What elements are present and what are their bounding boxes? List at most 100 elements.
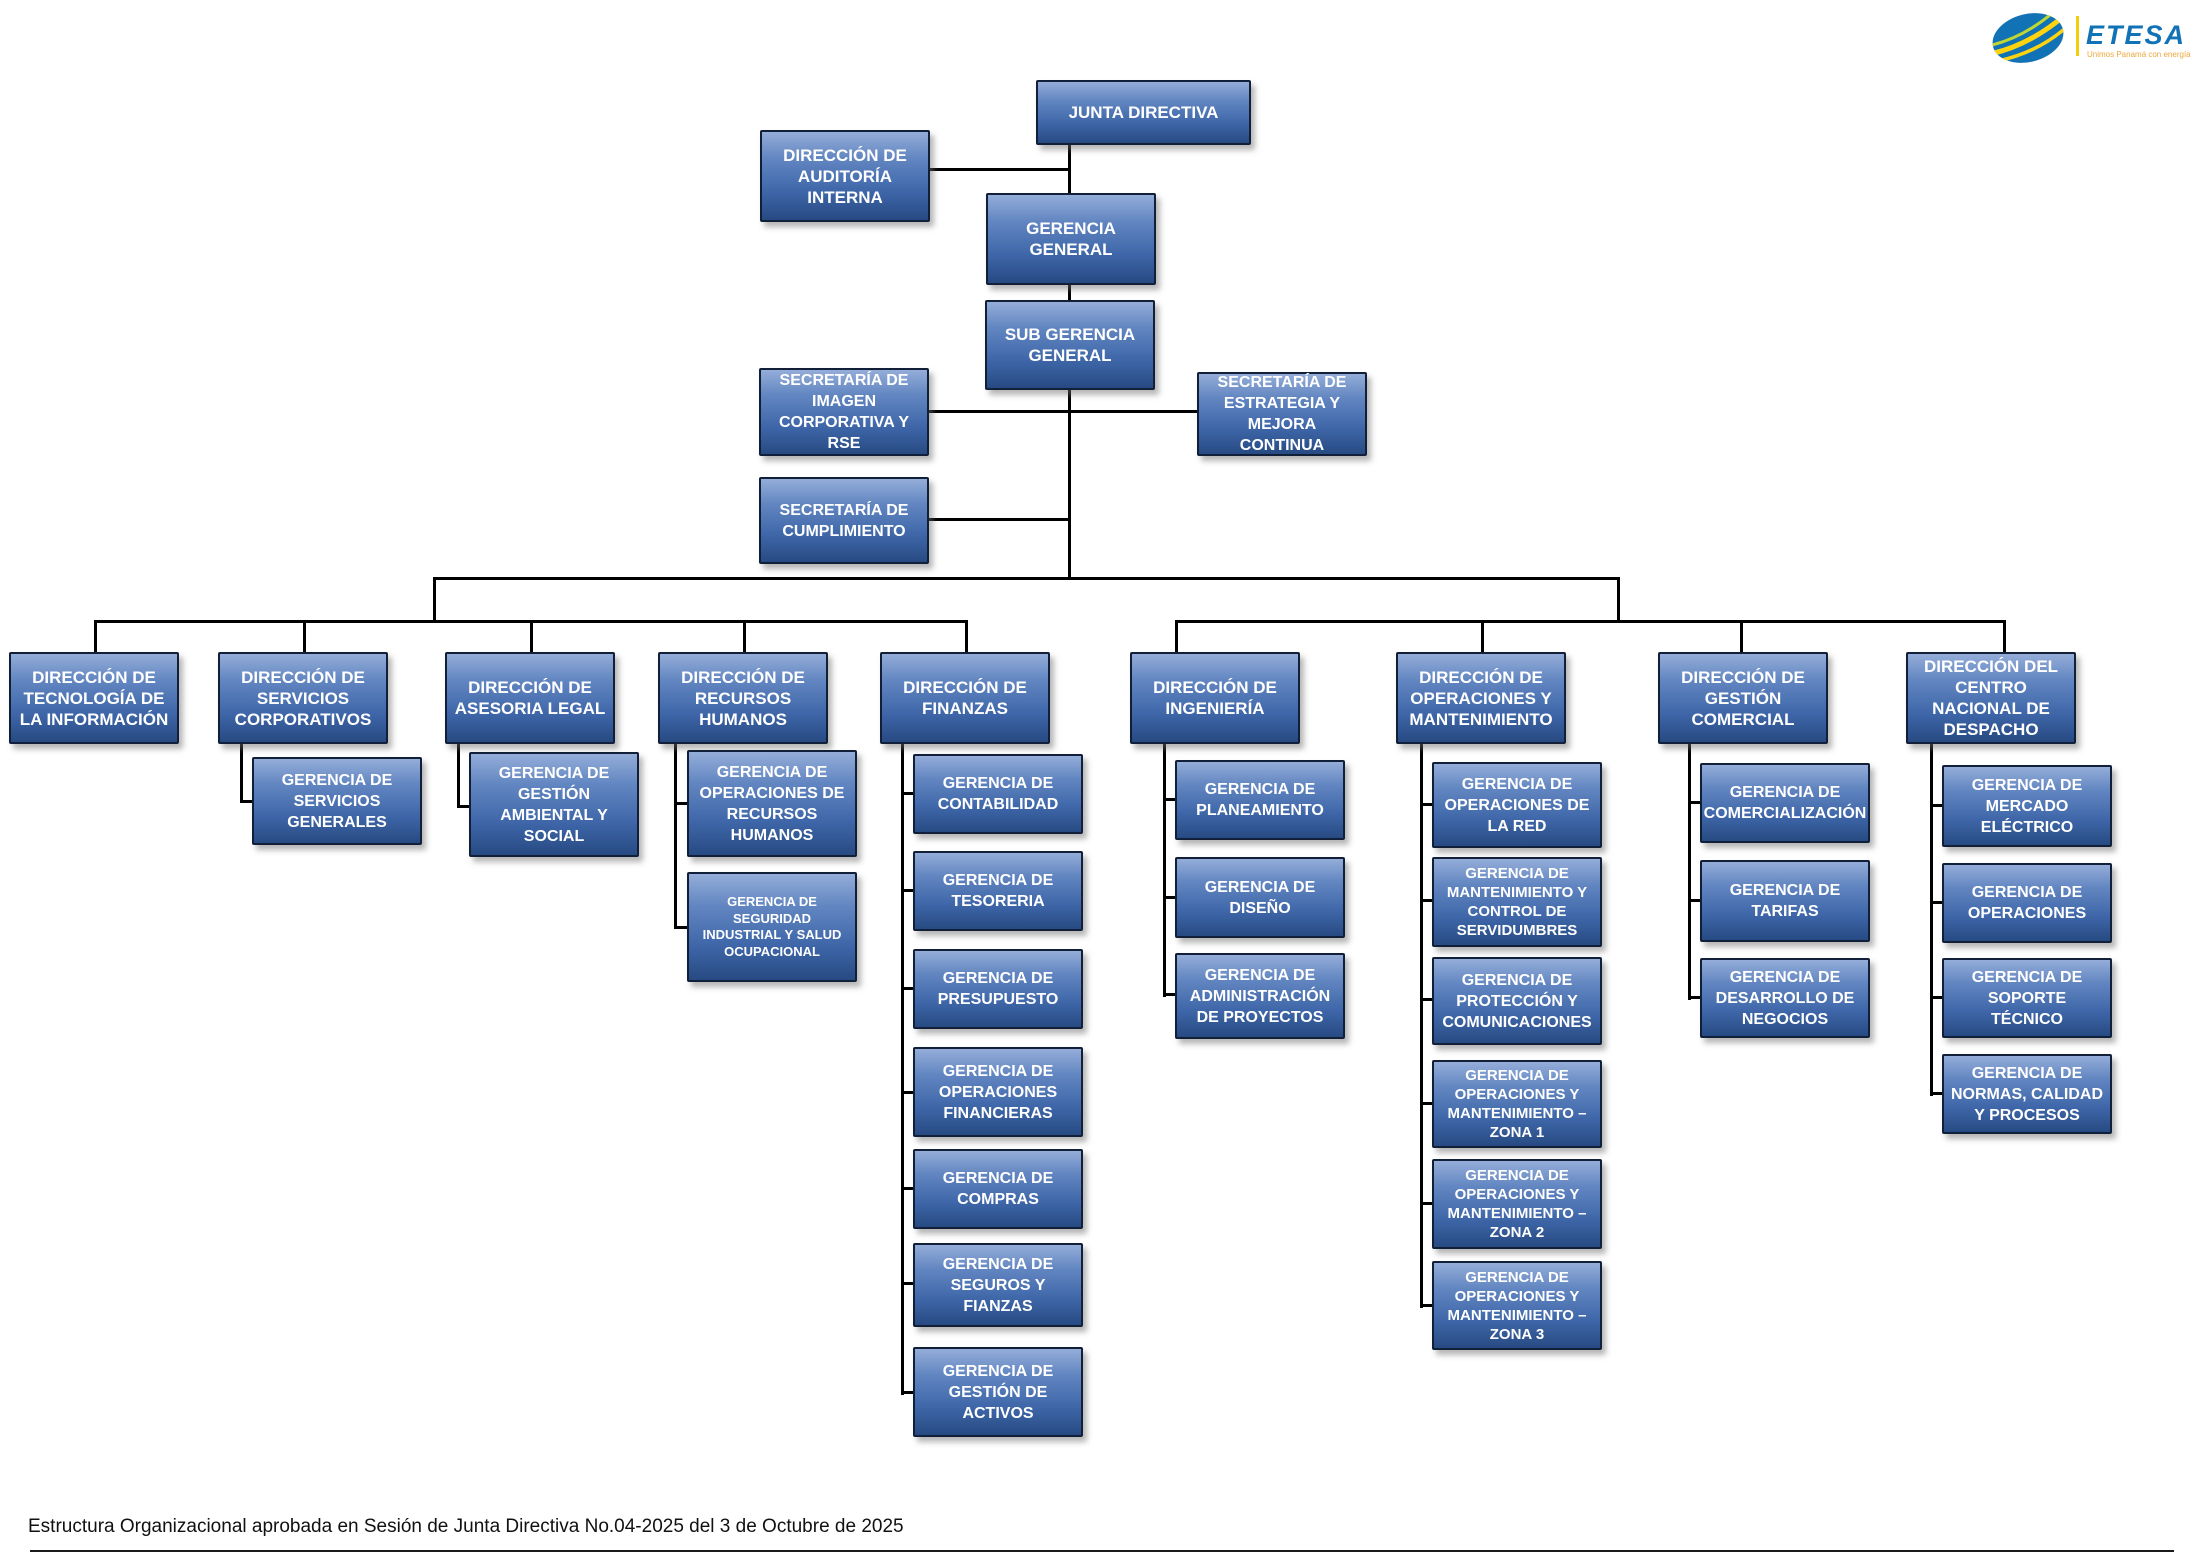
node-direccion-operaciones-mantenimiento: DIRECCIÓN DE OPERACIONES Y MANTENIMIENTO: [1396, 652, 1566, 744]
node-direccion-ingenieria: DIRECCIÓN DE INGENIERÍA: [1130, 652, 1300, 744]
connector-line: [1175, 620, 1178, 656]
connector-line: [901, 1091, 915, 1094]
node-gerencia-diseno: GERENCIA DE DISEÑO: [1175, 857, 1345, 938]
connector-line: [1930, 744, 1933, 1096]
connector-line: [240, 744, 243, 803]
connector-line: [303, 620, 306, 656]
connector-line: [901, 1187, 915, 1190]
node-gerencia-tarifas: GERENCIA DE TARIFAS: [1700, 860, 1870, 942]
node-gerencia-comercializacion: GERENCIA DE COMERCIALIZACIÓN: [1700, 763, 1870, 843]
node-gerencia-seguros-fianzas: GERENCIA DE SEGUROS Y FIANZAS: [913, 1243, 1083, 1327]
node-gerencia-mercado-electrico: GERENCIA DE MERCADO ELÉCTRICO: [1942, 765, 2112, 847]
connector-line: [530, 620, 533, 656]
node-gerencia-normas-calidad-procesos: GERENCIA DE NORMAS, CALIDAD Y PROCESOS: [1942, 1054, 2112, 1134]
node-gerencia-general: GERENCIA GENERAL: [986, 193, 1156, 285]
connector-line: [743, 620, 746, 656]
node-gerencia-operaciones-financieras: GERENCIA DE OPERACIONES FINANCIERAS: [913, 1047, 1083, 1137]
connector-line: [240, 800, 254, 803]
connector-line: [1420, 744, 1423, 1308]
node-gerencia-mantenimiento-control-servidumbres: GERENCIA DE MANTENIMIENTO Y CONTROL DE S…: [1432, 857, 1602, 947]
bottom-divider-line: [30, 1550, 2174, 1552]
connector-line: [1688, 899, 1702, 902]
connector-line: [965, 620, 968, 656]
node-direccion-asesoria-legal: DIRECCIÓN DE ASESORIA LEGAL: [445, 652, 615, 744]
connector-line: [1163, 993, 1177, 996]
connector-line: [928, 168, 1070, 171]
node-gerencia-operaciones-mantenimiento-zona-1: GERENCIA DE OPERACIONES Y MANTENIMIENTO …: [1432, 1060, 1602, 1148]
connector-line: [1163, 798, 1177, 801]
node-gerencia-operaciones-mantenimiento-zona-2: GERENCIA DE OPERACIONES Y MANTENIMIENTO …: [1432, 1159, 1602, 1249]
node-gerencia-administracion-proyectos: GERENCIA DE ADMINISTRACIÓN DE PROYECTOS: [1175, 953, 1345, 1039]
connector-line: [1420, 803, 1434, 806]
connector-line: [433, 577, 1620, 580]
etesa-logo: ETESA Unimos Panamá con energía: [1988, 8, 2191, 63]
connector-line: [674, 802, 689, 805]
node-gerencia-operaciones-red: GERENCIA DE OPERACIONES DE LA RED: [1432, 762, 1602, 848]
connector-line: [1930, 1092, 1944, 1095]
node-direccion-servicios-corporativos: DIRECCIÓN DE SERVICIOS CORPORATIVOS: [218, 652, 388, 744]
node-gerencia-operaciones-mantenimiento-zona-3: GERENCIA DE OPERACIONES Y MANTENIMIENTO …: [1432, 1261, 1602, 1350]
node-gerencia-soporte-tecnico: GERENCIA DE SOPORTE TÉCNICO: [1942, 958, 2112, 1038]
connector-line: [1930, 996, 1944, 999]
connector-line: [433, 577, 436, 623]
node-direccion-gestion-comercial: DIRECCIÓN DE GESTIÓN COMERCIAL: [1658, 652, 1828, 744]
node-gerencia-proteccion-comunicaciones: GERENCIA DE PROTECCIÓN Y COMUNICACIONES: [1432, 957, 1602, 1045]
connector-line: [1688, 996, 1702, 999]
node-sub-gerencia-general: SUB GERENCIA GENERAL: [985, 300, 1155, 390]
node-gerencia-compras: GERENCIA DE COMPRAS: [913, 1149, 1083, 1229]
connector-line: [901, 792, 915, 795]
node-direccion-centro-nacional-despacho: DIRECCIÓN DEL CENTRO NACIONAL DE DESPACH…: [1906, 652, 2076, 744]
logo-globe-icon: [1988, 8, 2069, 63]
logo-brand-text: ETESA: [2086, 20, 2186, 50]
node-gerencia-servicios-generales: GERENCIA DE SERVICIOS GENERALES: [252, 757, 422, 845]
connector-line: [1420, 1102, 1434, 1105]
connector-line: [901, 1282, 915, 1285]
connector-line: [901, 744, 904, 1395]
node-secretaria-estrategia-mejora-continua: SECRETARÍA DE ESTRATEGIA Y MEJORA CONTIN…: [1197, 372, 1367, 456]
node-secretaria-cumplimiento: SECRETARÍA DE CUMPLIMIENTO: [759, 477, 929, 564]
connector-line: [901, 889, 915, 892]
node-gerencia-tesoreria: GERENCIA DE TESORERIA: [913, 851, 1083, 931]
connector-line: [1617, 577, 1620, 623]
connector-line: [927, 410, 1199, 413]
node-gerencia-planeamiento: GERENCIA DE PLANEAMIENTO: [1175, 760, 1345, 840]
connector-line: [1930, 901, 1944, 904]
node-junta-directiva: JUNTA DIRECTIVA: [1036, 80, 1251, 145]
connector-line: [1175, 620, 2006, 623]
connector-line: [1688, 744, 1691, 1000]
connector-line: [1420, 998, 1434, 1001]
logo-divider-bar: [2076, 16, 2079, 56]
connector-line: [1688, 801, 1702, 804]
node-gerencia-desarrollo-negocios: GERENCIA DE DESARROLLO DE NEGOCIOS: [1700, 958, 1870, 1038]
logo-tagline-text: Unimos Panamá con energía: [2087, 50, 2191, 59]
connector-line: [94, 620, 97, 656]
node-direccion-auditoria-interna: DIRECCIÓN DE AUDITORÍA INTERNA: [760, 130, 930, 222]
approval-note: Estructura Organizacional aprobada en Se…: [28, 1516, 904, 1537]
node-direccion-tecnologia-informacion: DIRECCIÓN DE TECNOLOGÍA DE LA INFORMACIÓ…: [9, 652, 179, 744]
connector-line: [1420, 1304, 1434, 1307]
node-secretaria-imagen-corporativa-rse: SECRETARÍA DE IMAGEN CORPORATIVA Y RSE: [759, 368, 929, 456]
node-gerencia-presupuesto: GERENCIA DE PRESUPUESTO: [913, 949, 1083, 1029]
node-direccion-finanzas: DIRECCIÓN DE FINANZAS: [880, 652, 1050, 744]
node-gerencia-gestion-activos: GERENCIA DE GESTIÓN DE ACTIVOS: [913, 1347, 1083, 1437]
connector-line: [1481, 620, 1484, 656]
connector-line: [457, 744, 460, 808]
node-gerencia-operaciones-recursos-humanos: GERENCIA DE OPERACIONES DE RECURSOS HUMA…: [687, 750, 857, 857]
node-gerencia-operaciones-cnd: GERENCIA DE OPERACIONES: [1942, 863, 2112, 943]
connector-line: [927, 518, 1070, 521]
node-gerencia-contabilidad: GERENCIA DE CONTABILIDAD: [913, 754, 1083, 834]
connector-line: [2003, 620, 2006, 656]
connector-line: [457, 805, 471, 808]
node-gerencia-gestion-ambiental-social: GERENCIA DE GESTIÓN AMBIENTAL Y SOCIAL: [469, 752, 639, 857]
connector-line: [901, 1391, 915, 1394]
connector-line: [1420, 899, 1434, 902]
connector-line: [901, 987, 915, 990]
connector-line: [1930, 804, 1944, 807]
node-gerencia-seguridad-industrial-salud-ocupacional: GERENCIA DE SEGURIDAD INDUSTRIAL Y SALUD…: [687, 872, 857, 982]
connector-line: [1740, 620, 1743, 656]
connector-line: [1163, 744, 1166, 997]
node-direccion-recursos-humanos: DIRECCIÓN DE RECURSOS HUMANOS: [658, 652, 828, 744]
connector-line: [1420, 1202, 1434, 1205]
connector-line: [674, 744, 677, 929]
